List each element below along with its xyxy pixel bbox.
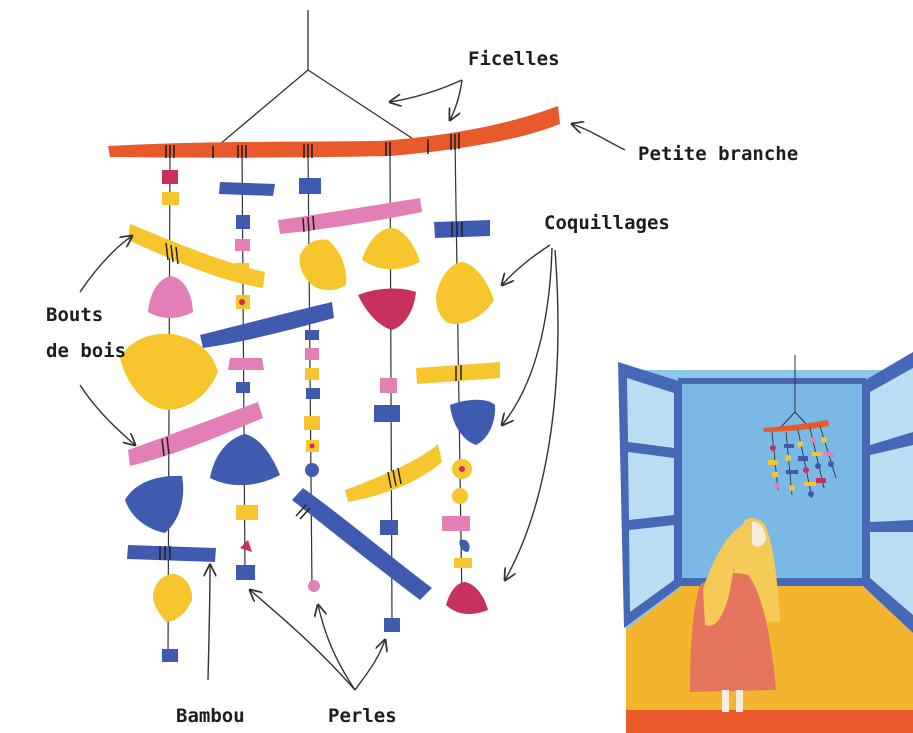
arrow-bouts-down bbox=[80, 385, 135, 445]
label-bouts-de-bois-2: de bois bbox=[46, 338, 126, 364]
arrow-petite-branche bbox=[572, 124, 625, 150]
label-perles: Perles bbox=[328, 703, 397, 729]
arrow-ficelles-left bbox=[390, 80, 462, 102]
bead bbox=[228, 358, 264, 370]
label-coquillages: Coquillages bbox=[544, 210, 670, 236]
arrow-perles-mid bbox=[318, 605, 355, 690]
bamboo-piece bbox=[219, 182, 275, 196]
shell bbox=[358, 288, 416, 330]
shell bbox=[362, 228, 420, 269]
label-bambou: Bambou bbox=[176, 703, 245, 729]
window-scene bbox=[618, 352, 913, 733]
shell bbox=[210, 434, 280, 485]
hanging-strings bbox=[213, 10, 430, 150]
wood-piece bbox=[416, 362, 500, 384]
wood-piece bbox=[128, 224, 265, 288]
shell bbox=[153, 574, 192, 622]
arrow-bambou bbox=[208, 565, 210, 680]
wood-piece bbox=[278, 198, 422, 234]
arrow-coquillages-1 bbox=[502, 245, 550, 285]
arrow-coquillages-3 bbox=[505, 250, 558, 580]
label-bouts-de-bois-1: Bouts bbox=[46, 302, 103, 328]
label-ficelles: Ficelles bbox=[468, 46, 560, 72]
wood-piece bbox=[200, 302, 334, 348]
label-petite-branche: Petite branche bbox=[638, 141, 798, 167]
arrow-perles-right bbox=[355, 640, 385, 690]
arrow-ficelles-right bbox=[450, 80, 462, 120]
shell bbox=[125, 476, 183, 533]
branch-stick bbox=[108, 106, 560, 158]
shell bbox=[148, 276, 193, 318]
arrow-coquillages-2 bbox=[502, 248, 552, 425]
floor-edge bbox=[626, 710, 913, 733]
shell bbox=[300, 240, 347, 291]
strand-5 bbox=[416, 220, 500, 614]
arrow-perles-left bbox=[250, 590, 355, 690]
shell bbox=[446, 582, 488, 614]
arrow-bouts-up bbox=[80, 236, 132, 292]
bamboo-piece bbox=[127, 545, 216, 562]
bead bbox=[240, 540, 252, 552]
shell bbox=[436, 262, 494, 324]
shell bbox=[450, 400, 495, 445]
